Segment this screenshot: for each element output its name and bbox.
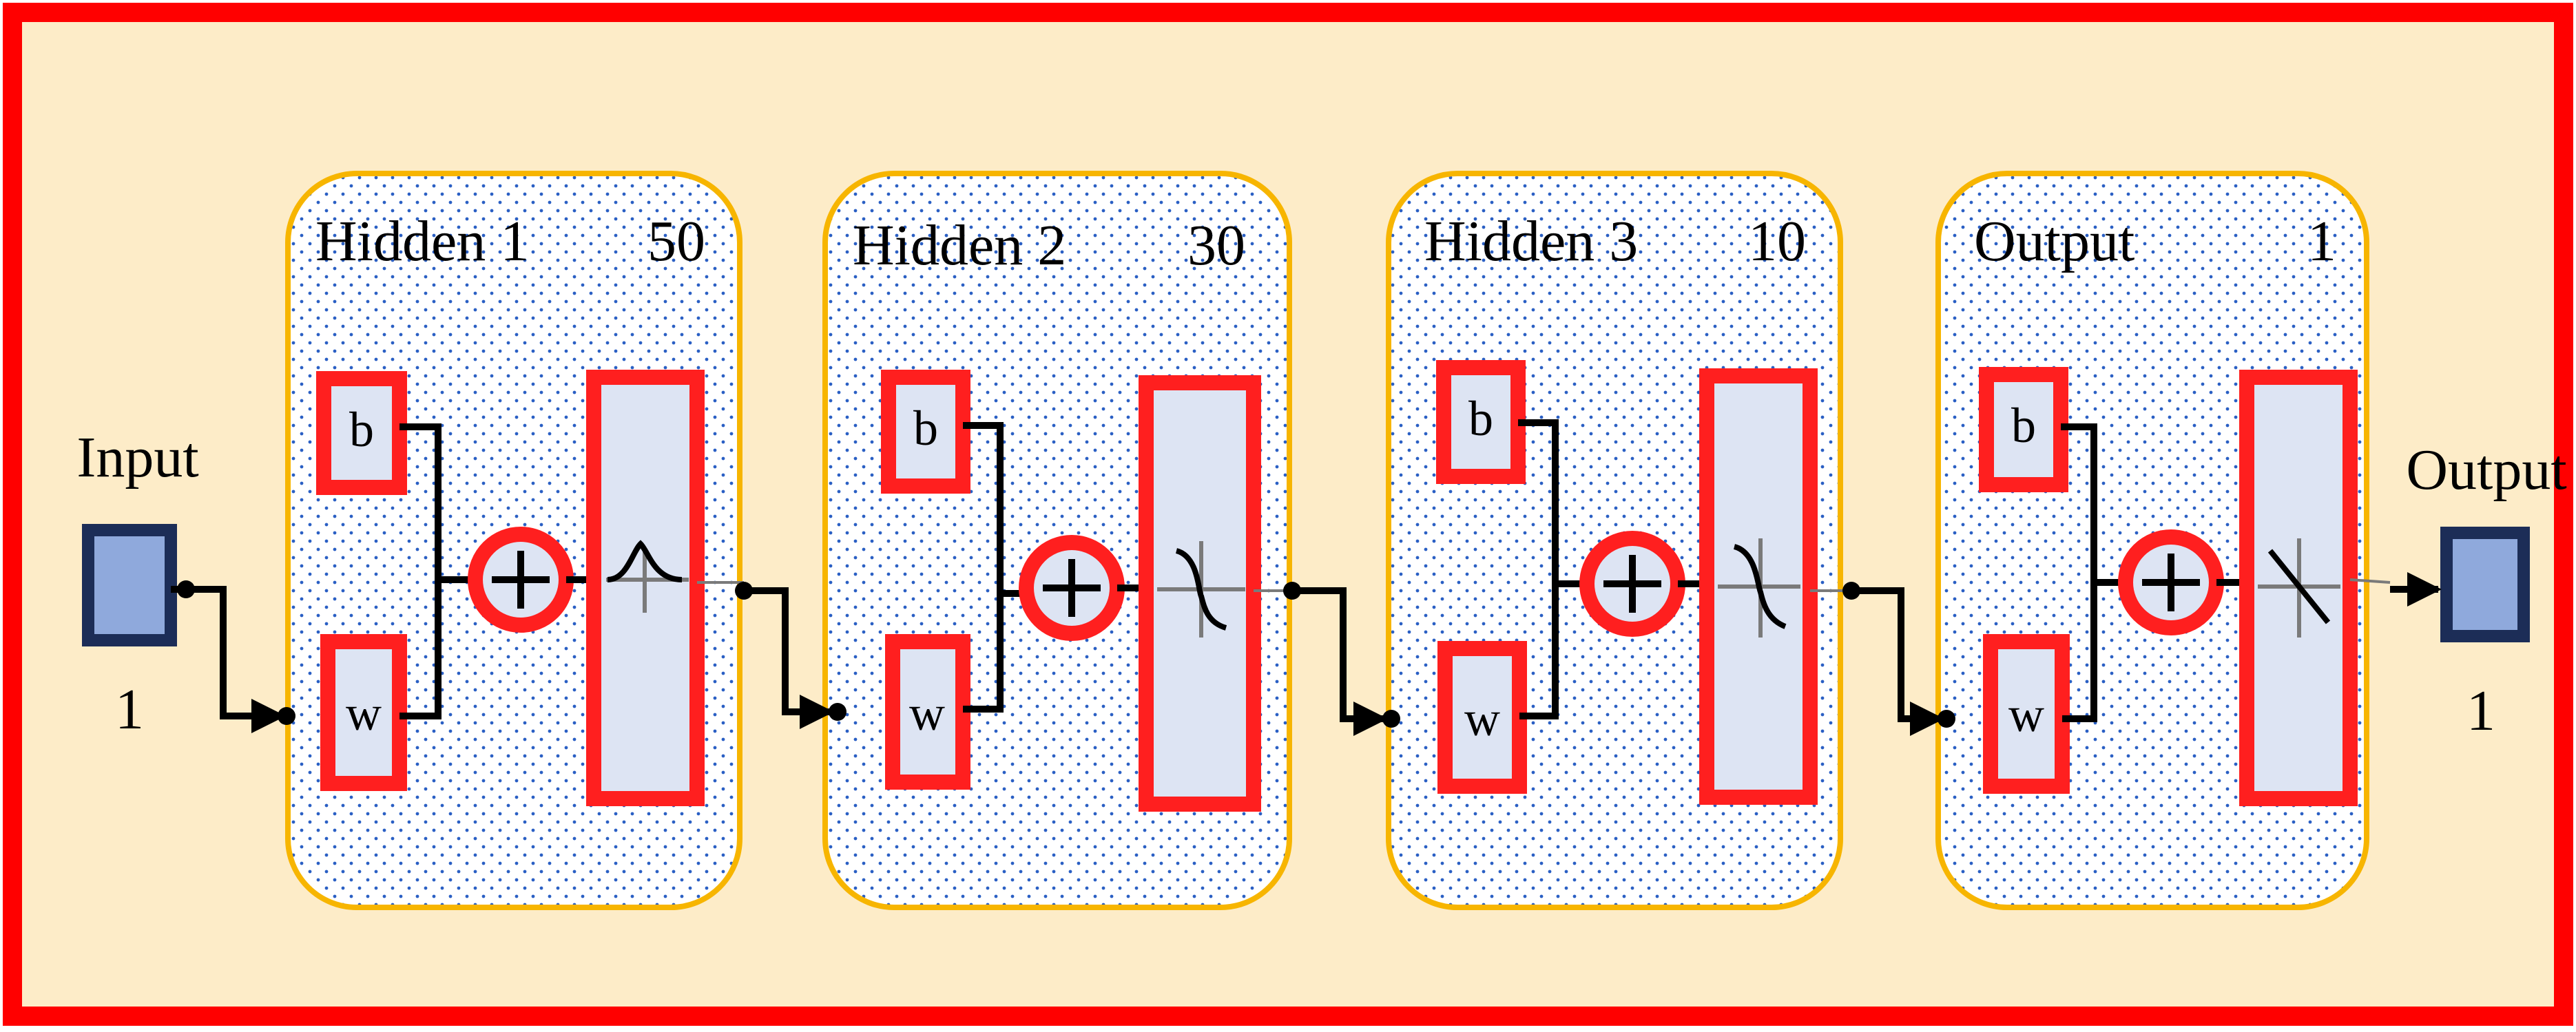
weight-block: w [320, 634, 407, 791]
connections [171, 572, 2442, 736]
layer-name: Output [1974, 209, 2134, 273]
layer-name: Hidden 2 [853, 213, 1066, 277]
wire-input-to-hidden1 [171, 586, 286, 733]
bias-block: b [1436, 360, 1526, 484]
weight-label: w [1464, 691, 1500, 746]
weight-label: w [346, 686, 382, 741]
plus-circle-icon [1579, 531, 1685, 637]
wire-hidden1-to-hidden2 [744, 587, 834, 729]
tansig-icon [1699, 368, 1818, 805]
layer-name: Hidden 3 [1424, 209, 1638, 273]
purelin-icon [2239, 370, 2358, 806]
output-label: Output [2406, 438, 2566, 502]
layer-output: Output 1 b w [1935, 171, 2369, 910]
radbas-icon [586, 370, 705, 806]
input-node: Input 1 [76, 425, 198, 741]
weight-block: w [1983, 634, 2070, 794]
plus-circle-icon [2118, 529, 2224, 635]
layer-neurons: 50 [647, 209, 705, 273]
weight-block: w [885, 634, 970, 790]
tansig-icon [1139, 375, 1261, 812]
wire-output-layer-to-output-port [2349, 578, 2391, 584]
output-port [2440, 527, 2530, 642]
bias-block: b [316, 371, 407, 495]
plus-circle-icon [1019, 535, 1125, 641]
bias-block: b [881, 370, 970, 494]
input-port [82, 524, 177, 646]
plus-circle-icon [468, 527, 574, 633]
layer-neurons: 1 [2307, 209, 2336, 273]
weight-block: w [1437, 641, 1527, 794]
weight-label: w [909, 686, 945, 741]
bias-label: b [1468, 391, 1493, 446]
output-node: Output 1 [2406, 438, 2566, 743]
bias-block: b [1979, 367, 2068, 492]
bias-label: b [2011, 398, 2036, 453]
layer-neurons: 10 [1748, 209, 1806, 273]
layer-name: Hidden 1 [315, 209, 529, 273]
layer-hidden-2: Hidden 2 30 b w [822, 171, 1292, 910]
input-size: 1 [115, 677, 144, 741]
layer-neurons: 30 [1187, 213, 1245, 277]
output-size: 1 [2466, 679, 2495, 743]
wire-hidden2-to-hidden3 [1292, 587, 1388, 736]
bias-label: b [349, 402, 374, 457]
wire-hidden3-to-output [1851, 587, 1944, 736]
bias-label: b [913, 401, 938, 456]
input-label: Input [76, 425, 198, 489]
weight-label: w [2008, 687, 2044, 742]
layer-hidden-1: Hidden 1 50 b w [285, 171, 742, 910]
layer-hidden-3: Hidden 3 10 b w [1386, 171, 1843, 910]
